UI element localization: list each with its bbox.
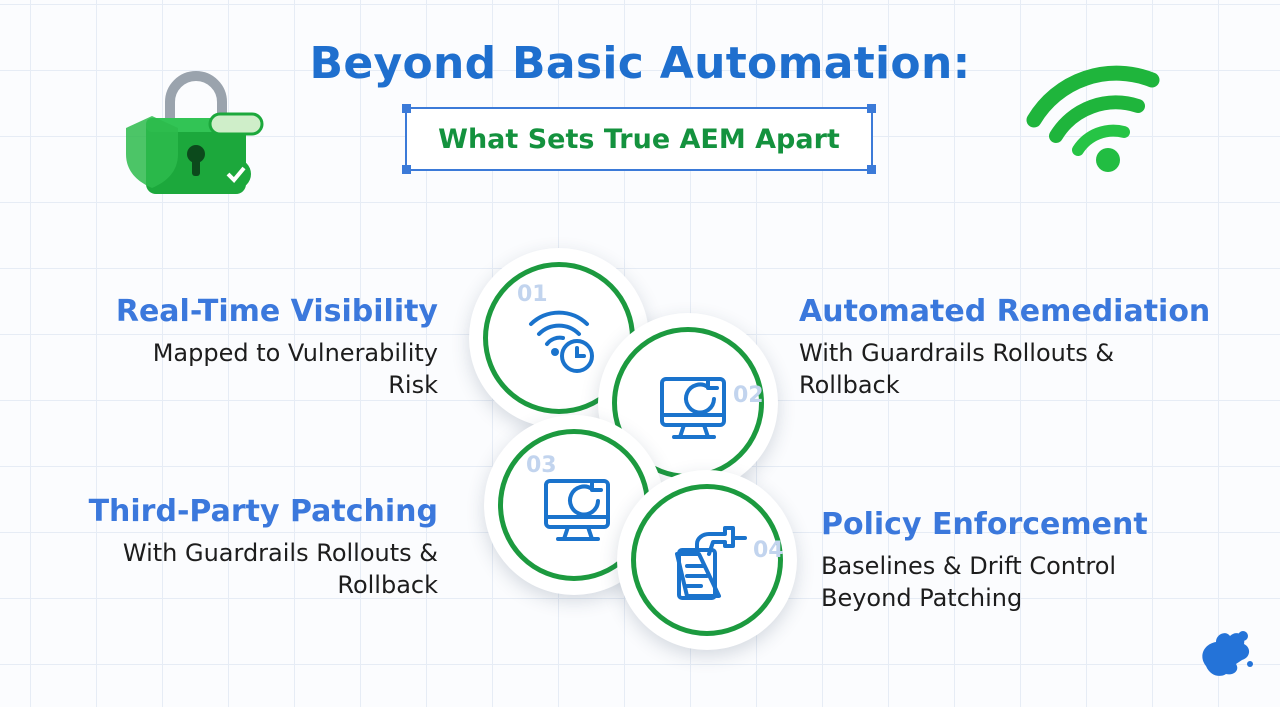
- feature-description-line: Rollback: [337, 571, 438, 599]
- page-title: Beyond Basic Automation:: [309, 38, 971, 89]
- box-corner-handle: [402, 165, 411, 174]
- box-corner-handle: [867, 165, 876, 174]
- feature-circle-04: 04: [617, 470, 797, 650]
- wifi-signal-icon: [1026, 65, 1160, 172]
- box-corner-handle: [402, 104, 411, 113]
- feature-title: Policy Enforcement: [821, 507, 1148, 542]
- feature-title: Automated Remediation: [799, 294, 1211, 329]
- circle-ring: [631, 484, 783, 636]
- feature-number: 03: [526, 453, 557, 478]
- feature-title: Third-Party Patching: [88, 494, 438, 529]
- feature-description-line: Rollback: [799, 371, 900, 399]
- monitor-refresh-icon: [660, 377, 726, 439]
- splashtop-logo-icon: [1202, 631, 1253, 676]
- feature-description-line: Mapped to Vulnerability: [152, 339, 438, 367]
- wifi-clock-icon: [529, 310, 594, 373]
- feature-number: 02: [733, 383, 764, 408]
- padlock-icon: [126, 71, 264, 194]
- feature-third-party-patching: Third-Party Patching With Guardrails Rol…: [40, 494, 438, 601]
- hand-document-icon: [675, 526, 747, 600]
- feature-policy-enforcement: Policy Enforcement Baselines & Drift Con…: [821, 507, 1241, 614]
- feature-description-line: With Guardrails Rollouts &: [799, 339, 1115, 367]
- page-subtitle: What Sets True AEM Apart: [438, 123, 840, 155]
- feature-description-line: With Guardrails Rollouts &: [122, 539, 438, 567]
- monitor-refresh-icon: [544, 479, 610, 541]
- subtitle-box: What Sets True AEM Apart: [402, 104, 876, 174]
- feature-automated-remediation: Automated Remediation With Guardrails Ro…: [799, 294, 1239, 401]
- feature-number: 04: [753, 538, 784, 563]
- feature-title: Real-Time Visibility: [115, 294, 438, 329]
- feature-number: 01: [517, 282, 548, 307]
- feature-description-line: Risk: [388, 371, 438, 399]
- feature-description-line: Baselines & Drift Control: [821, 552, 1117, 580]
- feature-real-time-visibility: Real-Time Visibility Mapped to Vulnerabi…: [60, 294, 438, 401]
- feature-description-line: Beyond Patching: [821, 584, 1023, 612]
- box-corner-handle: [867, 104, 876, 113]
